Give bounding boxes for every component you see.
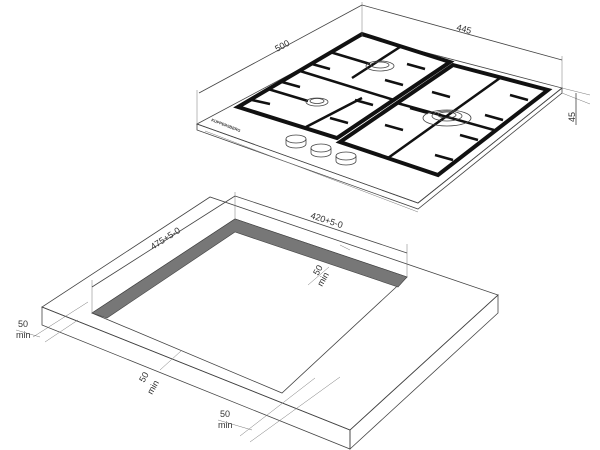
countertop-right-edge <box>349 294 499 450</box>
cutout-band <box>91 218 408 319</box>
control-knob[interactable] <box>310 143 332 158</box>
cutout-depth-label: 475+5-0 <box>149 225 182 252</box>
control-knob[interactable] <box>335 151 357 166</box>
countertop-front-edge <box>41 306 351 450</box>
hob-base-edge <box>204 130 419 213</box>
burner-left <box>305 97 329 107</box>
cutout-dimensions: 475+5-0 420+5-0 50 min 50 min 50 min 50 … <box>15 192 408 443</box>
clearance-back-value: 50 <box>311 263 325 277</box>
hob: KUPPERSBERG 500 445 45 <box>196 2 591 213</box>
clearance-front-unit: min <box>145 378 161 396</box>
hob-side-thickness <box>196 87 563 210</box>
burner-wok <box>422 109 472 127</box>
countertop <box>41 196 499 450</box>
countertop-top <box>41 196 499 431</box>
burner-back <box>365 60 395 72</box>
clearance-left-unit: min <box>16 330 31 340</box>
clearance-left-value: 50 <box>18 319 28 329</box>
cutout-opening <box>91 218 408 394</box>
clearance-right-unit: min <box>218 420 233 430</box>
grate-right <box>335 62 553 178</box>
control-knob[interactable] <box>285 134 307 149</box>
grate-left <box>233 31 455 141</box>
cutout-width-label: 420+5-0 <box>309 210 344 230</box>
clearance-right-value: 50 <box>220 409 230 419</box>
hob-height-label: 45 <box>567 112 577 122</box>
hob-width-label: 445 <box>455 22 472 36</box>
clearance-front-value: 50 <box>137 370 151 384</box>
hob-depth-label: 500 <box>273 38 291 54</box>
